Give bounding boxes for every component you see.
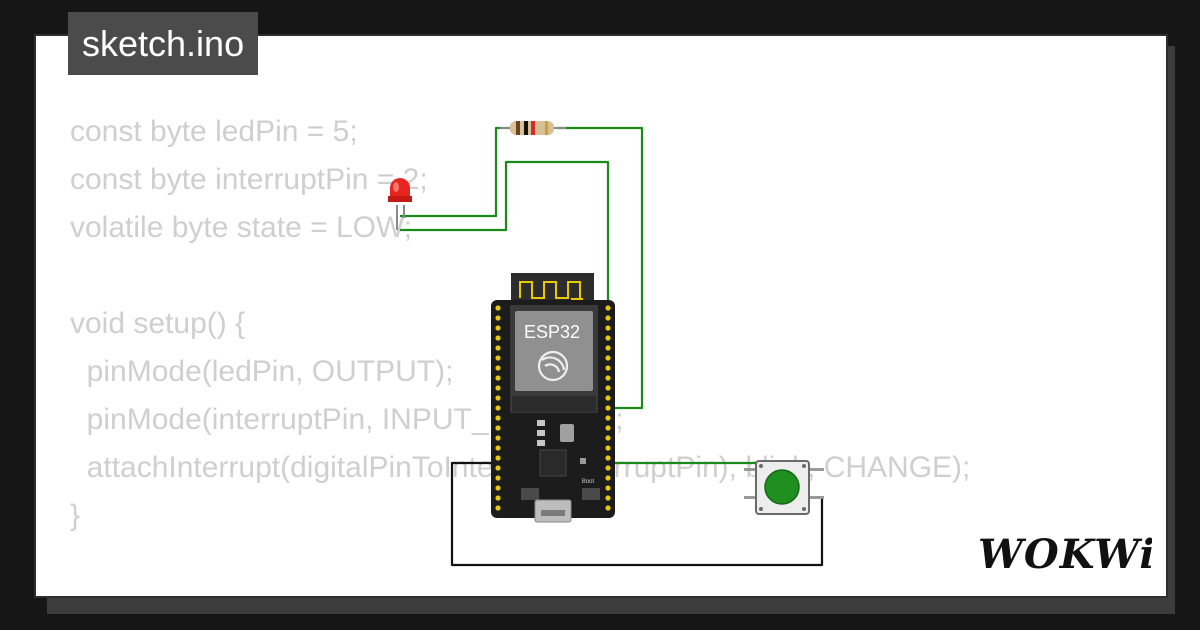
header-pins-right [605,305,611,511]
pushbutton-green [744,460,824,515]
code-line: pinMode(ledPin, OUTPUT); [70,355,454,388]
wire-button-gnd [450,461,824,567]
code-line: } [70,499,81,532]
file-title: sketch.ino [68,12,259,75]
button-cap [764,469,800,505]
header-pins-left [495,305,501,511]
esp32-label: ESP32 [524,322,580,342]
code-line: void setup() { [70,307,246,340]
code-line: volatile byte state = LOW; [70,211,413,244]
code-listing: const byte ledPin = 5; const byte interru… [70,108,970,596]
resistor [500,121,566,135]
boot-label: Boot [582,479,595,485]
code-line: void blink() { [70,588,970,596]
wire-led-anode-resistor [400,126,510,218]
code-line: const byte ledPin = 5; [70,115,358,148]
espressif-icon [537,350,569,382]
wokwi-logo: WOKWi [978,531,1152,578]
logo-text: WOKWi [978,531,1152,578]
code-line: const byte interruptPin = 2; [70,163,428,196]
wire-led-cathode-gnd [400,160,610,305]
wire-resistor-gpio [556,126,644,410]
esp32-board: ESP32 Boot [491,273,615,523]
led-red [388,178,412,230]
